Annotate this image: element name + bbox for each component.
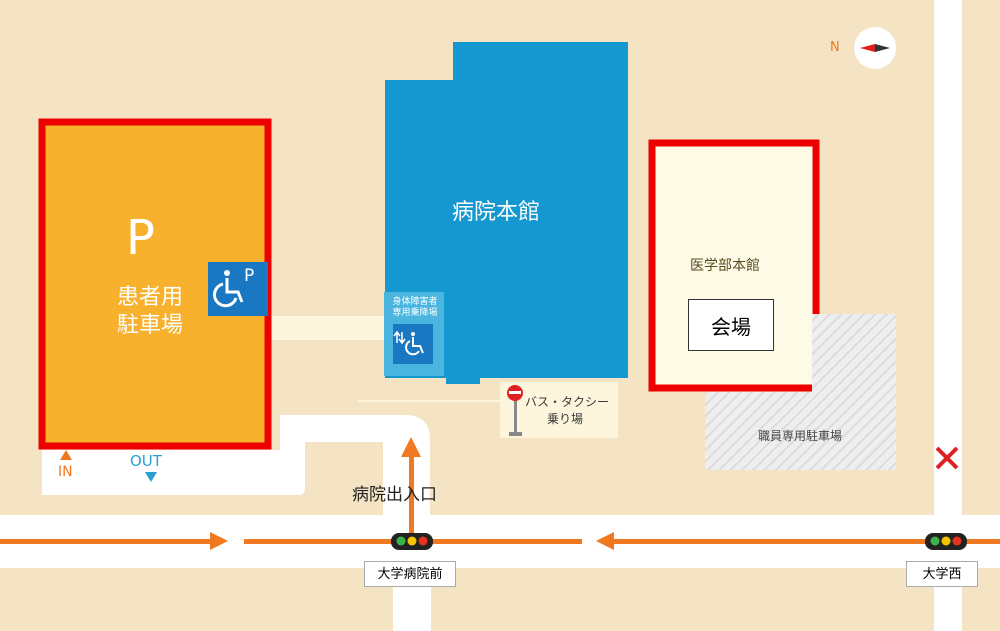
parking-p-letter: P: [126, 210, 155, 266]
entrance-label: 病院出入口: [352, 485, 437, 505]
accessible-parking-letter: P: [244, 266, 255, 286]
disabled-dropoff-label: 身体障害者 専用乗降場: [386, 297, 444, 319]
compass-icon: [854, 27, 896, 69]
traffic-signal-icon: [925, 533, 967, 550]
stop-label-daigaku-byoin-mae: 大学病院前: [364, 561, 456, 587]
staff-parking: [705, 314, 896, 470]
in-arrow-icon: [60, 450, 72, 460]
traffic-arrow-east: [0, 532, 228, 550]
walkway: [270, 316, 386, 340]
bus-taxi-label: バス・タクシー 乗り場: [525, 394, 610, 428]
hospital-main-label: 病院本館: [452, 200, 541, 225]
traffic-signal-icon: [391, 533, 433, 550]
close-x-icon: [935, 446, 959, 470]
traffic-arrow-west: [596, 532, 1000, 550]
accessible-parking-sign: [208, 262, 268, 316]
medical-building-label: 医学部本館: [690, 258, 760, 274]
out-arrow-icon: [145, 472, 157, 482]
parking-label-line1: 患者用: [116, 285, 183, 310]
parking-out-label: OUT: [130, 452, 162, 470]
parking-driveway: [42, 415, 430, 515]
venue-label: 会場: [688, 299, 774, 351]
stop-label-daigaku-nishi: 大学西: [906, 561, 978, 587]
parking-label-line2: 駐車場: [116, 313, 183, 338]
parking-label: 患者用 駐車場: [100, 284, 200, 340]
north-label: N: [830, 40, 840, 55]
parking-in-label: IN: [58, 464, 73, 480]
entrance-arrow: [401, 437, 421, 544]
bus-taxi-line1: バス・タクシー: [525, 395, 610, 409]
disabled-dropoff-line2: 専用乗降場: [392, 308, 438, 318]
hospital-main-building: [385, 42, 628, 384]
east-road: [934, 0, 962, 631]
wheelchair-icon: [213, 270, 244, 308]
bus-stop-icon: [507, 385, 523, 436]
staff-parking-label: 職員専用駐車場: [757, 429, 842, 443]
disabled-dropoff-line1: 身体障害者: [392, 297, 438, 307]
wheelchair-dropoff-icon: [405, 332, 424, 356]
bus-taxi-line2: 乗り場: [546, 412, 583, 426]
up-down-arrows-icon: [393, 330, 406, 345]
